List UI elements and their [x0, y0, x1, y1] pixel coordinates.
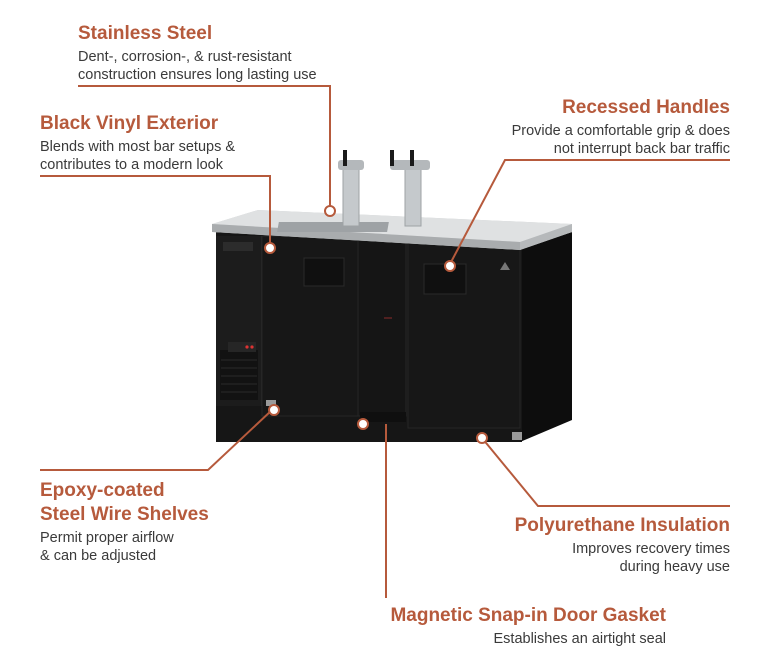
- marker-vinyl: [264, 242, 276, 254]
- leader-handles: [449, 159, 730, 265]
- callout-description: Dent-, corrosion-, & rust-resistant cons…: [78, 49, 317, 83]
- callout-title: Stainless Steel: [78, 23, 213, 44]
- leader-shelves: [40, 409, 273, 471]
- callout-title: Epoxy-coated Steel Wire Shelves: [40, 480, 209, 525]
- recessed-handle-left: [303, 257, 345, 287]
- callout-title: Recessed Handles: [562, 97, 730, 118]
- callout-title: Black Vinyl Exterior: [40, 113, 219, 134]
- marker-insulation: [476, 432, 488, 444]
- vent-grille: [220, 350, 258, 400]
- marker-stainless: [324, 205, 336, 217]
- callout-recessed-handles: Recessed Handles Provide a comfortable g…: [512, 96, 730, 158]
- leader-stainless: [78, 85, 331, 210]
- control-panel: [228, 342, 256, 352]
- callout-polyurethane-insulation: Polyurethane Insulation Improves recover…: [515, 514, 730, 576]
- callout-markers: [264, 205, 488, 444]
- stainless-steel-top: [212, 210, 572, 250]
- callout-description: Permit proper airflow & can be adjusted: [40, 530, 174, 564]
- refrigerator-cabinet-icon: [216, 232, 572, 442]
- callout-magnetic-door-gasket: Magnetic Snap-in Door Gasket Establishes…: [390, 604, 666, 648]
- leader-lines: [40, 85, 730, 598]
- marker-handles: [444, 260, 456, 272]
- marker-shelves: [268, 404, 280, 416]
- beer-tower-icon: [338, 150, 430, 227]
- callout-description: Establishes an airtight seal: [493, 631, 667, 647]
- leader-insulation: [481, 437, 730, 507]
- callout-black-vinyl-exterior: Black Vinyl Exterior Blends with most ba…: [40, 112, 235, 174]
- callout-description: Blends with most bar setups & contribute…: [40, 139, 236, 173]
- callout-epoxy-coated-shelves: Epoxy-coated Steel Wire Shelves Permit p…: [40, 479, 209, 565]
- callout-title: Magnetic Snap-in Door Gasket: [390, 605, 666, 626]
- callout-stainless-steel: Stainless Steel Dent-, corrosion-, & rus…: [78, 22, 317, 84]
- leader-vinyl: [40, 175, 271, 246]
- callout-description: Improves recovery times during heavy use: [572, 541, 730, 575]
- callout-title: Polyurethane Insulation: [514, 515, 730, 536]
- marker-gasket: [357, 418, 369, 430]
- brand-logo-icon: [223, 242, 253, 251]
- callout-description: Provide a comfortable grip & does not in…: [511, 123, 730, 157]
